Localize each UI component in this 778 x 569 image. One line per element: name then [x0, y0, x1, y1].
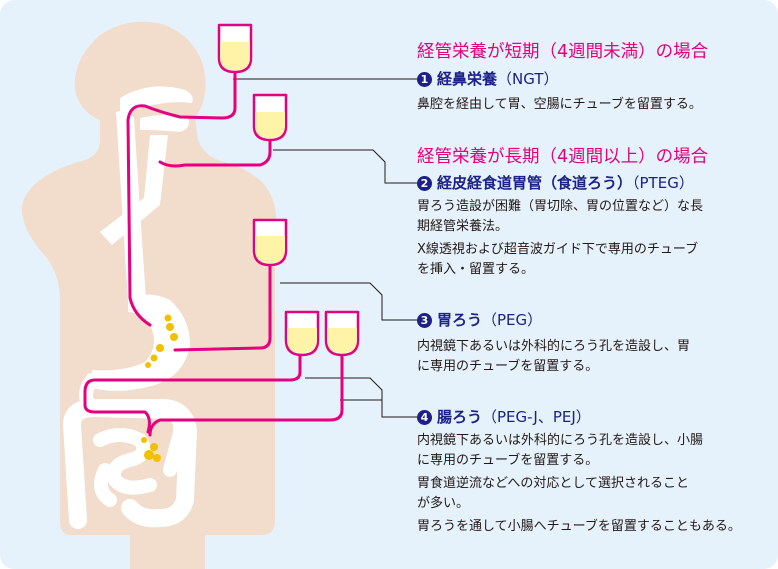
method-pteg-desc-2: 期経管栄養法。	[417, 219, 509, 234]
method-abbr: （PEG）	[482, 311, 543, 329]
number-badge: 1	[417, 72, 432, 87]
method-pej-desc-2: に専用のチューブを留置する。	[417, 453, 599, 468]
method-pej-desc-4: が多い。	[417, 496, 470, 511]
method-pej-desc-1: 内視鏡下あるいは外科的にろう孔を造設し、小腸	[417, 433, 704, 448]
short-term-heading: 経管栄養が短期（4週間未満）の場合	[417, 42, 709, 62]
feeding-bags	[217, 23, 360, 357]
method-ngt-title: 1 経鼻栄養（NGT）	[417, 68, 559, 90]
method-pej-title: 4 腸ろう（PEG-J、PEJ）	[417, 406, 591, 428]
method-pej-desc-3: 胃食道逆流などへの対応として選択されること	[417, 476, 689, 491]
long-term-heading: 経管栄養が長期（4週間以上）の場合	[417, 147, 709, 167]
method-ngt-desc: 鼻腔を経由して胃、空腸にチューブを留置する。	[417, 97, 702, 112]
trachea	[100, 135, 168, 245]
tube-pteg	[158, 138, 272, 168]
method-name: 腸ろう	[437, 408, 483, 426]
number-badge: 3	[417, 313, 432, 328]
method-pteg-desc-3: X線透視および超音波ガイド下で専用のチューブ	[417, 242, 699, 257]
method-abbr: （PEG-J、PEJ）	[482, 408, 591, 426]
method-pteg-title: 2 経皮経食道胃管（食道ろう）（PTEG）	[417, 172, 694, 194]
nasal-cavity	[120, 86, 193, 120]
method-name: 胃ろう	[437, 311, 483, 329]
feeding-bag-4	[284, 310, 320, 357]
method-abbr: （PTEG）	[632, 174, 694, 192]
feeding-bag-1	[217, 23, 253, 74]
esophagus	[116, 110, 146, 302]
tube-pej-1	[83, 353, 302, 434]
method-name: 経鼻栄養	[437, 70, 498, 88]
feeding-bag-3	[252, 218, 288, 267]
large-intestine	[63, 399, 197, 529]
method-pteg-desc-4: を挿入・留置する。	[417, 262, 535, 277]
tube-ngt	[126, 70, 237, 327]
method-pteg-desc-1: 胃ろう造設が困難（胃切除、胃の位置など）な長	[417, 199, 704, 214]
leader-lines	[233, 78, 417, 418]
nutrient-dots	[141, 314, 178, 462]
method-abbr: （NGT）	[497, 70, 559, 88]
tube-pej-2	[148, 353, 344, 437]
tube-peg	[173, 263, 272, 352]
method-peg-desc-2: に専用のチューブを留置する。	[417, 359, 599, 374]
method-pej-desc-5: 胃ろうを通して小腸へチューブを留置することもある。	[417, 519, 741, 534]
number-badge: 4	[417, 410, 432, 425]
method-name: 経皮経食道胃管（食道ろう）	[437, 174, 633, 192]
number-badge: 2	[417, 176, 432, 191]
method-peg-title: 3 胃ろう（PEG）	[417, 309, 542, 331]
feeding-bag-2	[252, 93, 288, 142]
method-peg-desc-1: 内視鏡下あるいは外科的にろう孔を造設し、胃	[417, 339, 691, 354]
mouth-cavity	[140, 115, 189, 132]
feeding-tubes	[83, 70, 344, 437]
feeding-bag-5	[324, 310, 360, 357]
